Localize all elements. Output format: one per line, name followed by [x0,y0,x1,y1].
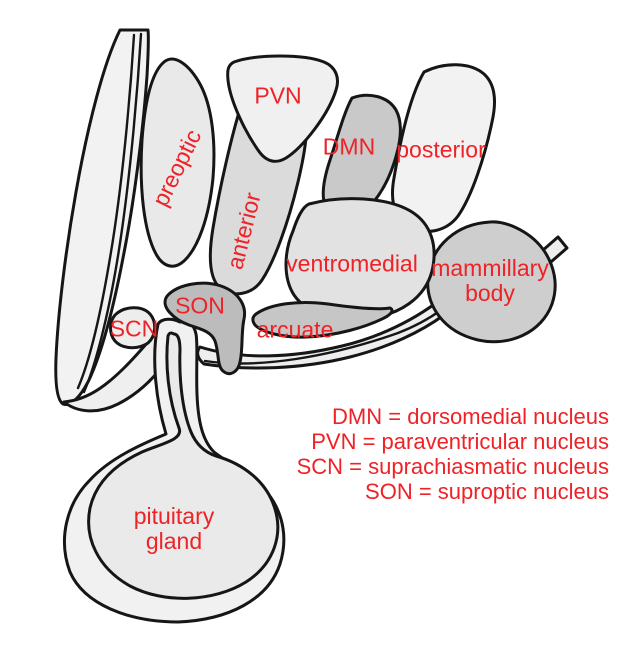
label-pituitary-gland: pituitary gland [133,503,215,554]
tuberal-band-mid-line [203,308,443,365]
region-pituitary-gland-shape [87,331,280,600]
left-band-inner-line-2 [76,33,136,390]
legend-line-pvn: PVN = paraventricular nucleus [311,429,609,454]
region-son-shape [163,281,247,376]
label-arcuate: arcuate [256,316,334,343]
left-band-inner-line-1 [82,32,143,394]
region-preoptic-shape [139,57,216,268]
label-ventromedial: ventromedial [286,250,418,277]
region-pvn-shape [226,54,339,163]
abbreviation-legend: DMN = dorsomedial nucleus PVN = paravent… [297,404,609,504]
region-posterior-shape [391,63,497,233]
label-son: SON [175,292,225,319]
label-scn: SCN [109,315,159,342]
legend-line-son: SON = suproptic nucleus [365,479,609,504]
label-dmn: DMN [322,133,376,160]
label-posterior: posterior [396,136,486,163]
legend-line-dmn: DMN = dorsomedial nucleus [332,404,609,429]
label-pvn: PVN [254,82,302,109]
legend-line-scn: SCN = suprachiasmatic nucleus [296,454,609,479]
region-scn-shape [109,306,157,350]
region-arcuate-shape [251,300,394,339]
label-mammillary-body: mammillary body [431,255,549,306]
